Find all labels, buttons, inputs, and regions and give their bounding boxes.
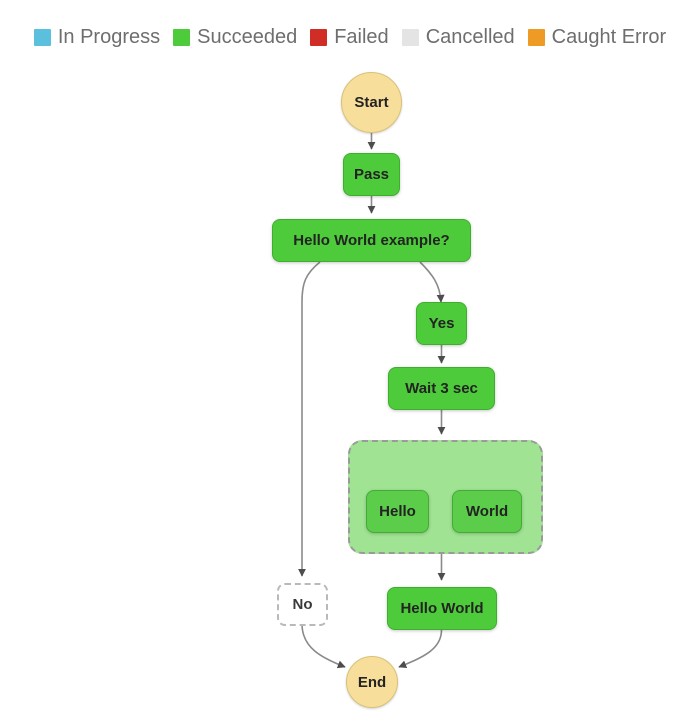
legend-label: Failed	[334, 26, 389, 48]
graph-node-label: Pass	[353, 166, 390, 183]
edge-no-end	[301, 623, 346, 669]
legend-item-succeeded: Succeeded	[173, 27, 297, 47]
graph-node-label: Yes	[428, 315, 455, 332]
edge-helloworld-end	[398, 629, 443, 668]
status-swatch-icon	[33, 28, 51, 46]
graph-node-hello[interactable]: Hello	[366, 490, 429, 533]
graph-node-label: Hello World	[400, 600, 484, 617]
graph-node-yes[interactable]: Yes	[416, 302, 467, 345]
legend-item-failed: Failed	[310, 26, 389, 48]
legend-label: Cancelled	[425, 26, 515, 48]
graph-node-pass[interactable]: Pass	[343, 153, 400, 196]
graph-node-wait[interactable]: Wait 3 sec	[388, 367, 495, 410]
legend-item-cancelled: Cancelled	[401, 26, 515, 48]
edge-choice-yes	[419, 261, 445, 303]
legend-item-caught-error: Caught Error	[527, 26, 667, 48]
legend-label: Succeeded	[197, 26, 298, 48]
legend-label: In Progress	[57, 26, 161, 48]
graph-node-label: Wait 3 sec	[405, 380, 478, 397]
status-swatch-icon	[310, 28, 328, 46]
legend-label: Caught Error	[551, 26, 667, 48]
graph-node-choice[interactable]: Hello World example?	[272, 219, 471, 262]
graph-node-label: Start	[354, 94, 389, 111]
graph-node-world[interactable]: World	[452, 490, 522, 533]
graph-node-label: Hello	[379, 503, 416, 520]
graph-node-hello-world[interactable]: Hello World	[387, 587, 497, 630]
state-machine-graph[interactable]: Start Pass Hello World example? Yes Wait…	[0, 52, 700, 722]
status-swatch-icon	[173, 28, 191, 46]
graph-node-no[interactable]: No	[277, 583, 328, 626]
status-swatch-icon	[527, 28, 545, 46]
status-legend: In Progress Succeeded Failed Cancelled C…	[0, 22, 700, 52]
edge-choice-no	[298, 261, 321, 577]
graph-node-label: Hello World example?	[293, 232, 450, 249]
status-swatch-icon	[401, 28, 419, 46]
graph-node-label: World	[465, 503, 509, 520]
graph-node-end[interactable]: End	[346, 656, 398, 708]
graph-node-start[interactable]: Start	[341, 72, 402, 133]
graph-node-label: End	[357, 673, 387, 691]
legend-item-in-progress: In Progress	[33, 26, 161, 48]
graph-node-label: No	[292, 596, 313, 613]
